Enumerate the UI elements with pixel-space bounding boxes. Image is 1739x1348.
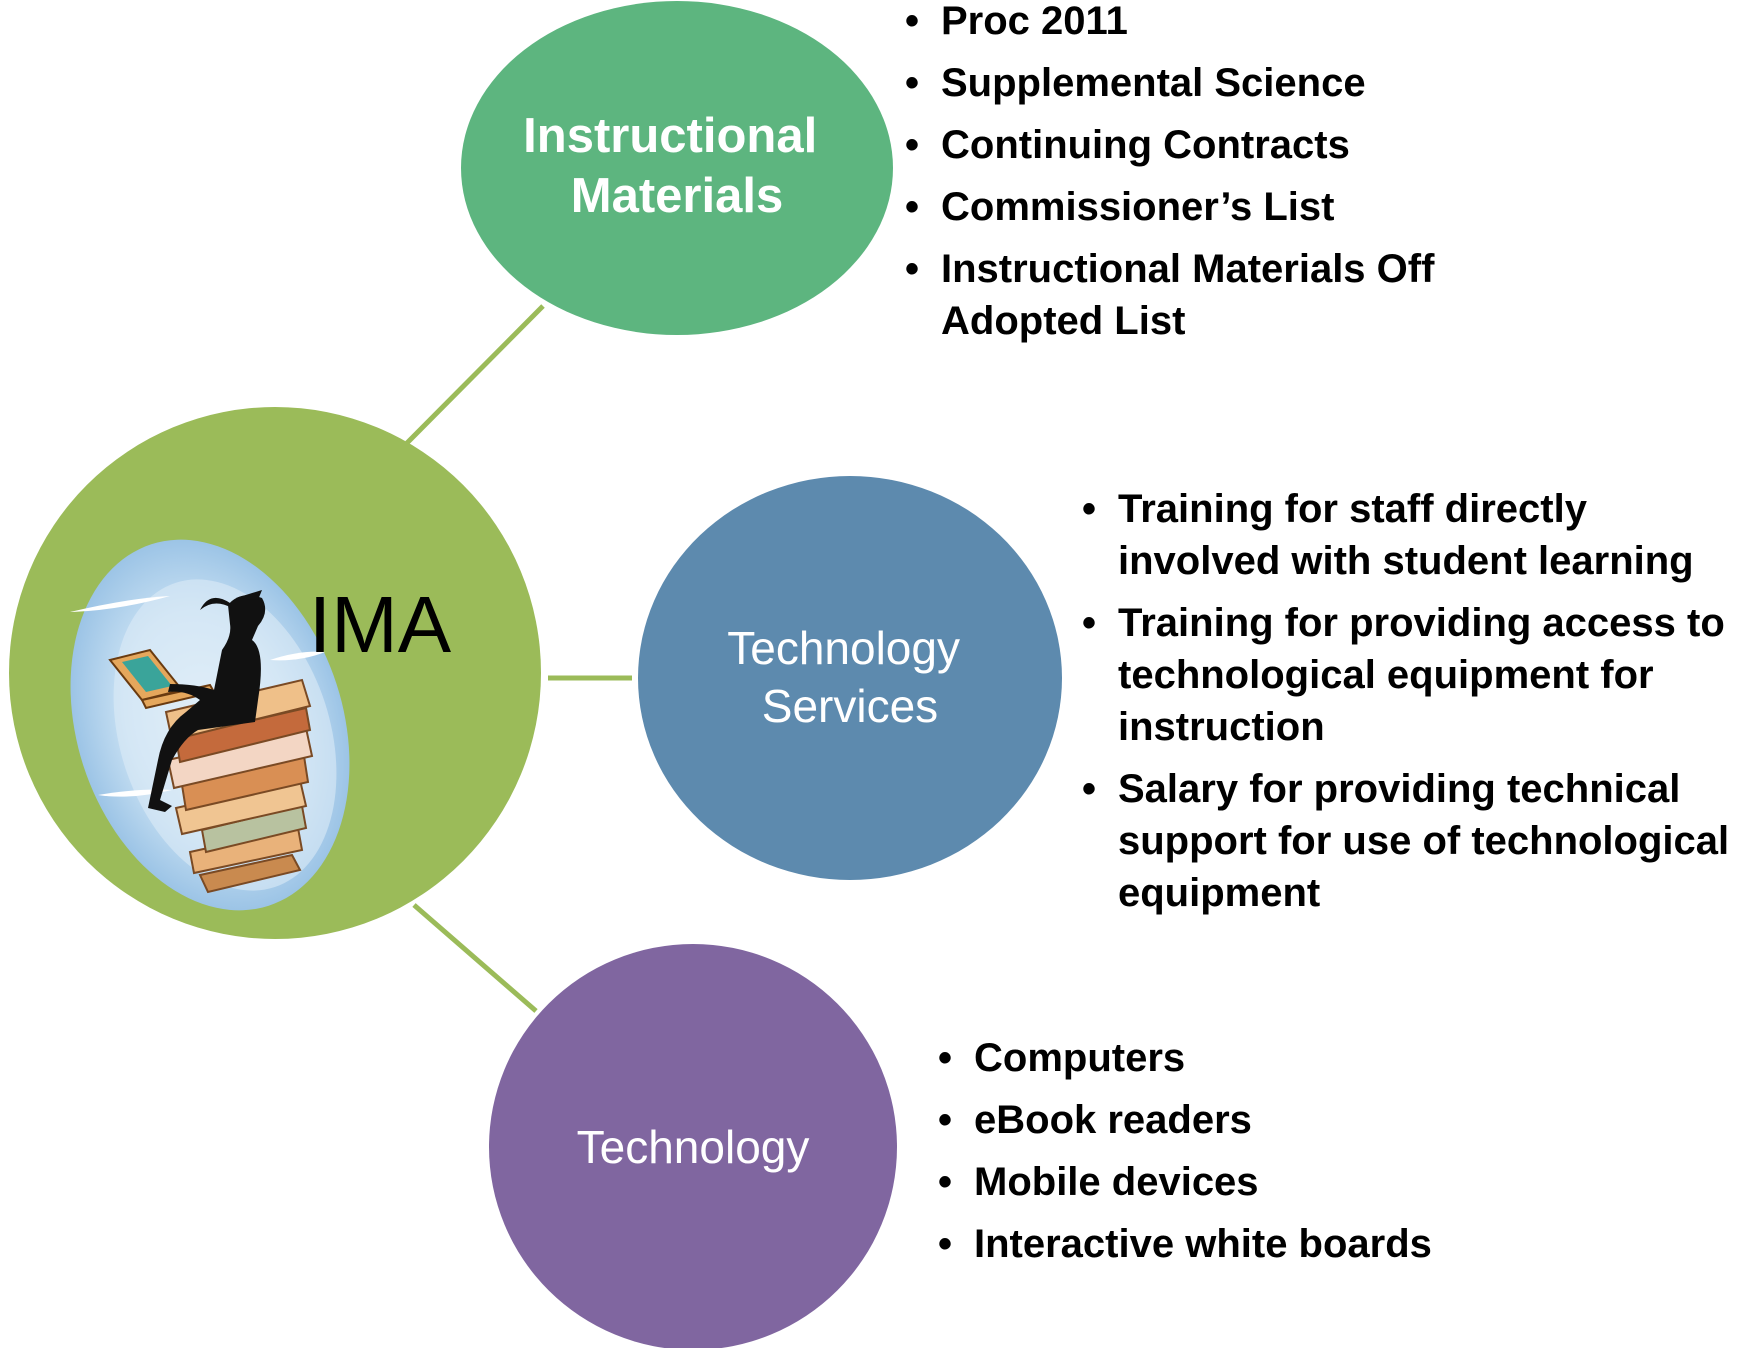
technology-services-circle: [638, 476, 1062, 880]
list-item: Training for staff directly involved wit…: [1082, 483, 1737, 587]
center-label: IMA: [309, 580, 452, 669]
center-node-ima: IMA: [9, 407, 541, 939]
list-item: Salary for providing technical support f…: [1082, 763, 1737, 919]
list-item: Training for providing access to technol…: [1082, 597, 1737, 753]
list-item: Proc 2011: [905, 0, 1545, 47]
instructional-materials-label-line-2: Materials: [571, 169, 783, 223]
instructional-materials-label: Instructional Materials: [523, 109, 831, 223]
list-item: eBook readers: [938, 1094, 1578, 1146]
technology-services-label-line-2: Services: [762, 680, 938, 732]
node-technology: Technology: [489, 944, 897, 1348]
node-instructional-materials: Instructional Materials: [461, 1, 893, 335]
instructional-materials-list: Proc 2011 Supplemental Science Continuin…: [905, 0, 1545, 357]
list-item: Instructional Materials Off Adopted List: [905, 243, 1545, 347]
technology-services-list: Training for staff directly involved wit…: [1082, 483, 1737, 929]
reading-person-illustration: [70, 539, 350, 911]
list-item: Commissioner’s List: [905, 181, 1545, 233]
technology-label: Technology: [577, 1121, 810, 1173]
technology-services-label-line-1: Technology: [727, 622, 960, 674]
list-item: Continuing Contracts: [905, 119, 1545, 171]
list-item: Interactive white boards: [938, 1218, 1578, 1270]
technology-list: Computers eBook readers Mobile devices I…: [938, 1032, 1578, 1280]
list-item: Computers: [938, 1032, 1578, 1084]
technology-label-line-1: Technology: [577, 1121, 810, 1173]
instructional-materials-circle: [461, 1, 893, 335]
technology-circle: [489, 944, 897, 1348]
list-item: Supplemental Science: [905, 57, 1545, 109]
instructional-materials-label-line-1: Instructional: [523, 109, 817, 163]
list-item: Mobile devices: [938, 1156, 1578, 1208]
connector-instructional-materials: [405, 304, 545, 445]
technology-services-label: Technology Services: [727, 622, 973, 732]
node-technology-services: Technology Services: [638, 476, 1062, 880]
connector-technology: [412, 903, 538, 1013]
